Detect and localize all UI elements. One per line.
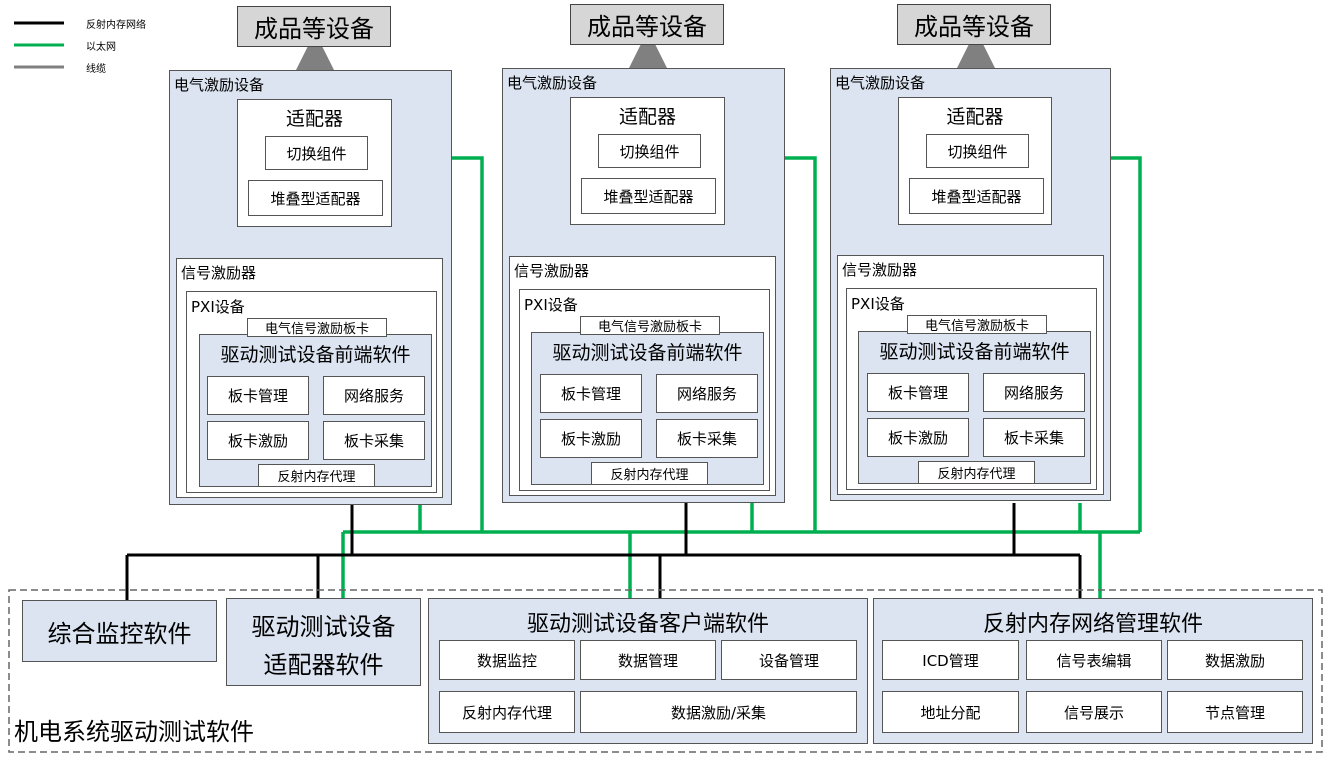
- legend-label-reflective: 反射内存网络: [86, 20, 146, 31]
- switch-component: 切换组件: [265, 136, 368, 170]
- pxi-title: PXI设备: [191, 298, 245, 316]
- stacked-adapter: 堆叠型适配器: [248, 180, 383, 216]
- switch-component: 切换组件: [598, 134, 701, 168]
- icd-management: ICD管理: [882, 640, 1019, 680]
- signal-table-edit: 信号表编辑: [1026, 640, 1162, 680]
- client-title: 驱动测试设备客户端软件: [526, 612, 769, 637]
- pxi-title: PXI设备: [851, 295, 905, 313]
- adapter-software-line1: 驱动测试设备: [251, 613, 396, 641]
- adapter-1: 适配器 切换组件 堆叠型适配器: [237, 99, 392, 227]
- pxi-title: PXI设备: [524, 296, 578, 314]
- adapter-title: 适配器: [618, 106, 676, 128]
- product-equipment-1: 成品等设备: [237, 6, 391, 47]
- card-excite: 板卡激励: [540, 419, 642, 458]
- adapter-title: 适配器: [285, 108, 343, 130]
- signal-card: 电气信号激励板卡: [580, 316, 720, 335]
- card-collect: 板卡采集: [983, 418, 1085, 457]
- reflect-proxy: 反射内存代理: [258, 464, 375, 487]
- data-excite-collect: 数据激励/采集: [580, 691, 857, 733]
- stacked-adapter: 堆叠型适配器: [909, 178, 1044, 214]
- product-equipment-3: 成品等设备: [897, 4, 1051, 45]
- card-excite: 板卡激励: [207, 421, 309, 460]
- signal-exciter-title: 信号激励器: [181, 264, 257, 282]
- adapter-software: 驱动测试设备 适配器软件: [226, 598, 421, 686]
- legend-label-cable: 线缆: [86, 64, 106, 75]
- signal-exciter-title: 信号激励器: [842, 261, 918, 279]
- frontend-title: 驱动测试设备前端软件: [552, 342, 743, 364]
- rm-title: 反射内存网络管理软件: [982, 612, 1203, 637]
- reflect-proxy: 反射内存代理: [591, 462, 708, 485]
- ethernet-device2: [785, 156, 817, 532]
- network-service: 网络服务: [983, 373, 1085, 412]
- address-allocation: 地址分配: [882, 691, 1019, 733]
- signal-card: 电气信号激励板卡: [907, 315, 1047, 334]
- card-mgmt: 板卡管理: [207, 376, 309, 415]
- network-service: 网络服务: [656, 374, 758, 413]
- card-mgmt: 板卡管理: [867, 373, 969, 412]
- node-management: 节点管理: [1167, 691, 1303, 733]
- reflect-proxy: 反射内存代理: [918, 461, 1035, 484]
- frontend-title: 驱动测试设备前端软件: [220, 344, 411, 366]
- data-management: 数据管理: [580, 640, 716, 680]
- signal-exciter-title: 信号激励器: [514, 262, 590, 280]
- card-excite: 板卡激励: [867, 418, 969, 457]
- system-title: 机电系统驱动测试软件: [14, 718, 254, 746]
- adapter-2: 适配器 切换组件 堆叠型适配器: [570, 97, 725, 225]
- signal-card: 电气信号激励板卡: [247, 318, 387, 337]
- card-collect: 板卡采集: [323, 421, 425, 460]
- switch-component: 切换组件: [926, 134, 1029, 168]
- ethernet-device3: [1110, 156, 1142, 532]
- device-title: 电气激励设备: [835, 74, 926, 92]
- adapter-title: 适配器: [946, 106, 1004, 128]
- device-management: 设备管理: [721, 640, 857, 680]
- card-collect: 板卡采集: [656, 419, 758, 458]
- client-reflect-proxy: 反射内存代理: [439, 691, 575, 733]
- legend-label-ethernet: 以太网: [86, 42, 116, 53]
- adapter-software-line2: 适配器软件: [263, 651, 384, 679]
- device-title: 电气激励设备: [174, 76, 265, 94]
- monitor-software: 综合监控软件: [22, 600, 217, 662]
- card-mgmt: 板卡管理: [540, 374, 642, 413]
- stacked-adapter: 堆叠型适配器: [581, 178, 716, 214]
- product-equipment-2: 成品等设备: [570, 4, 724, 45]
- adapter-3: 适配器 切换组件 堆叠型适配器: [898, 97, 1052, 225]
- signal-display: 信号展示: [1026, 691, 1162, 733]
- device-title: 电气激励设备: [507, 74, 598, 92]
- ethernet-device1: [452, 156, 484, 532]
- data-monitor: 数据监控: [439, 640, 575, 680]
- network-service: 网络服务: [323, 376, 425, 415]
- data-excitation: 数据激励: [1167, 640, 1303, 680]
- frontend-title: 驱动测试设备前端软件: [879, 341, 1070, 363]
